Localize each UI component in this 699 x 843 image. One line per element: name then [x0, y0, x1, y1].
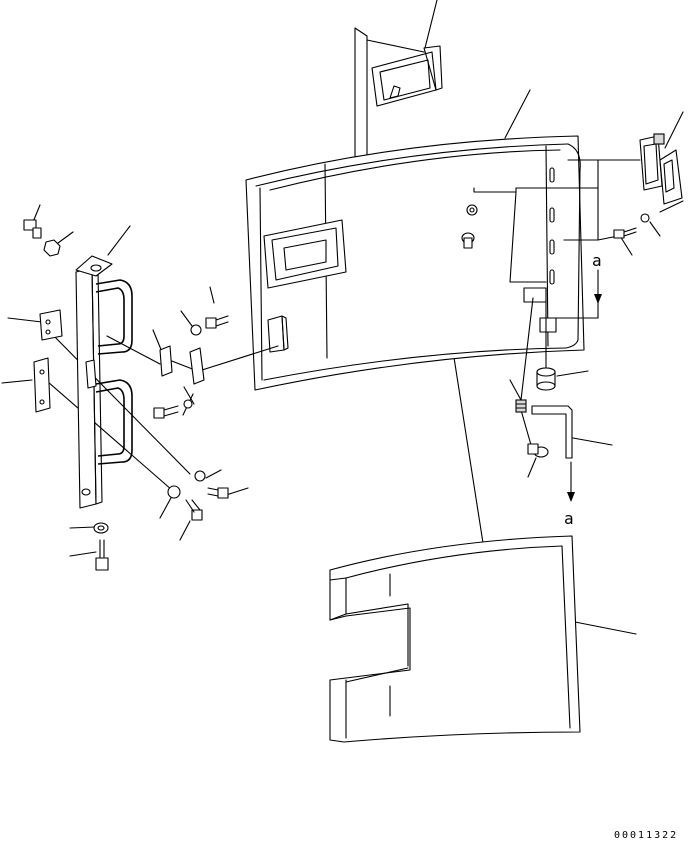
assembly-lines: [39, 159, 641, 491]
handrail-assembly: [33, 255, 133, 509]
reference-mark-upper: a: [592, 251, 602, 270]
seal-mat-part: [329, 535, 581, 743]
hardware-right: [461, 204, 650, 459]
reference-arrow-lower: [567, 461, 575, 502]
drawing-number: 00011322: [614, 830, 678, 841]
reference-mark-lower: a: [564, 509, 574, 528]
latch-assembly: [639, 133, 683, 205]
hardware-left: [23, 219, 229, 571]
door-panel: [245, 135, 585, 391]
reference-arrow-upper: [594, 269, 602, 304]
